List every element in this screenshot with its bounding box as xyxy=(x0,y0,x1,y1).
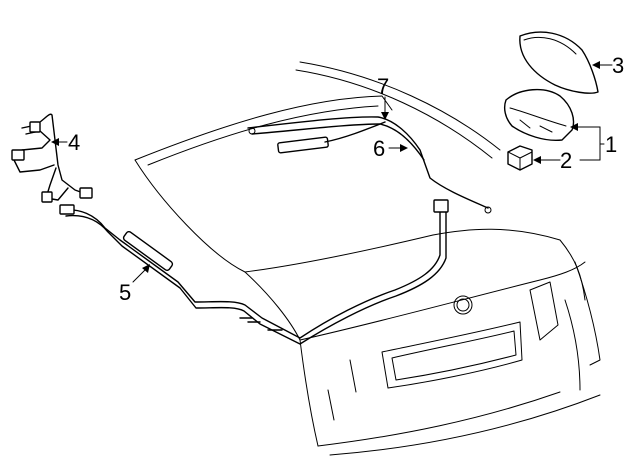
callout-1: 1 xyxy=(605,132,617,157)
callout-6: 6 xyxy=(373,136,385,161)
vehicle-body xyxy=(134,61,601,456)
leader-lines xyxy=(51,61,613,283)
antenna-base-part xyxy=(503,89,575,142)
callout-5: 5 xyxy=(119,280,131,305)
antenna-cover-part xyxy=(519,31,599,94)
antenna-connector-part xyxy=(507,145,533,171)
window-antenna-element xyxy=(247,116,492,214)
antenna-cable xyxy=(59,199,449,345)
callout-4: 4 xyxy=(68,130,80,155)
callout-3: 3 xyxy=(612,53,624,78)
callout-2: 2 xyxy=(560,148,572,173)
wiring-harness xyxy=(11,113,93,203)
callout-7: 7 xyxy=(377,74,389,99)
